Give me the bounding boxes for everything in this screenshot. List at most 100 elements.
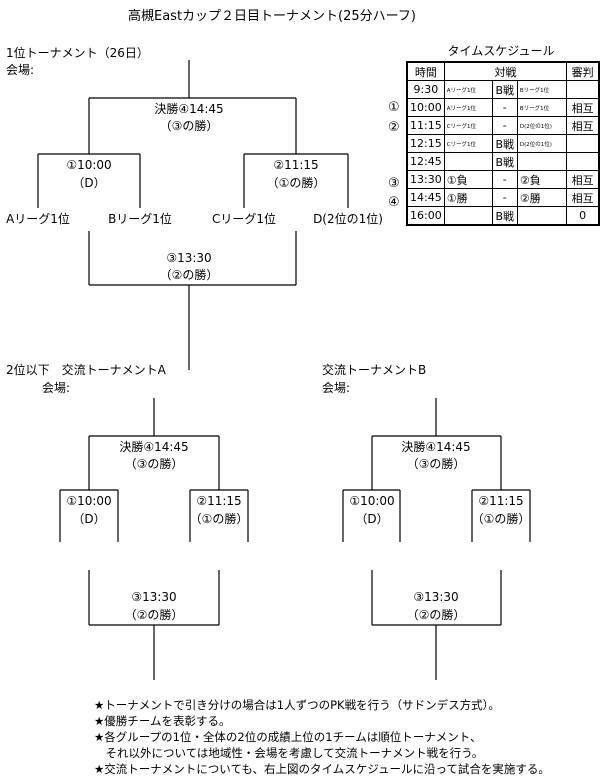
row-left xyxy=(443,152,493,171)
header-time: 時間 xyxy=(406,61,445,81)
row-left xyxy=(443,206,493,226)
row-mid: B戦 xyxy=(491,80,518,99)
main-match2-cond: （①の勝） xyxy=(266,176,326,190)
row-ref xyxy=(566,152,600,171)
exchange-b-final-cond: （③の勝） xyxy=(406,457,466,471)
main-match3-cond: （②の勝） xyxy=(159,268,219,282)
header-referee: 審判 xyxy=(566,61,600,81)
exchange-a-venue-label: 会場: xyxy=(42,381,71,395)
main-final-time: 決勝④14:45 xyxy=(154,102,224,116)
row-mid: B戦 xyxy=(491,206,518,226)
schedule-row: 10:00 Aリーグ1位 - Bリーグ1位 相互 xyxy=(406,98,600,117)
main-match1-cond: （D） xyxy=(72,176,106,190)
note-line: ★各グループの1位・全体の2位の成績上位の1チームは順位トーナメント、 xyxy=(94,730,482,744)
row-left: Cリーグ1位 xyxy=(443,116,493,135)
exchange-b-match3-cond: （②の勝） xyxy=(406,608,466,622)
exchange-a-match3-cond: （②の勝） xyxy=(124,608,184,622)
note-line: ★トーナメントで引き分けの場合は1人ずつのPK戦を行う（サドンデス方式）。 xyxy=(94,698,500,712)
row-time: 12:15 xyxy=(406,134,445,153)
row-time: 9:30 xyxy=(406,80,445,99)
main-final-cond: （③の勝） xyxy=(159,119,219,133)
main-match3-time: ③13:30 xyxy=(166,251,212,265)
schedule-row-number: ① xyxy=(388,100,400,115)
row-mid: B戦 xyxy=(491,152,518,171)
schedule-table: 時間 対戦 審判 9:30 Aリーグ1位 B戦 Bリーグ1位 10:00 Aリー… xyxy=(406,61,600,226)
exchange-b-venue-label: 会場: xyxy=(322,381,351,395)
row-ref: 相互 xyxy=(566,116,600,135)
row-ref xyxy=(566,134,600,153)
row-ref: 0 xyxy=(566,206,600,226)
exchange-a-match1-time: ①10:00 xyxy=(66,494,112,508)
row-mid: - xyxy=(491,116,518,135)
row-right: D(2位の1位) xyxy=(516,116,568,135)
exchange-b-match2-cond: （①の勝） xyxy=(471,512,531,526)
row-right: ②勝 xyxy=(516,188,568,207)
row-ref: 相互 xyxy=(566,170,600,189)
row-ref xyxy=(566,80,600,99)
exchange-b-final-time: 決勝④14:45 xyxy=(401,440,471,454)
row-mid: - xyxy=(491,188,518,207)
schedule-title: タイムスケジュール xyxy=(447,44,555,58)
note-line: それ以外については地域性・会場を考慮して交流トーナメント戦を行う。 xyxy=(94,746,484,760)
row-right: ②負 xyxy=(516,170,568,189)
team-b-league-1st: Bリーグ1位 xyxy=(108,212,172,226)
row-right: Bリーグ1位 xyxy=(516,80,568,99)
row-time: 14:45 xyxy=(406,188,445,207)
exchange-a-match2-time: ②11:15 xyxy=(196,494,242,508)
team-a-league-1st: Aリーグ1位 xyxy=(6,212,70,226)
schedule-row: 9:30 Aリーグ1位 B戦 Bリーグ1位 xyxy=(406,80,600,99)
main-tournament-heading: 1位トーナメント（26日） xyxy=(6,46,149,60)
schedule-header-row: 時間 対戦 審判 xyxy=(406,61,600,81)
exchange-b-match1-time: ①10:00 xyxy=(349,494,395,508)
note-line: ★優勝チームを表彰する。 xyxy=(94,714,231,728)
schedule-row: 16:00 B戦 0 xyxy=(406,206,600,226)
exchange-b-match1-cond: （D） xyxy=(355,512,389,526)
row-right xyxy=(516,206,568,226)
exchange-a-match1-cond: （D） xyxy=(72,512,106,526)
team-d-2nd-best: D(2位の1位) xyxy=(313,212,383,226)
schedule-row-number: ④ xyxy=(388,195,400,210)
row-mid: - xyxy=(491,98,518,117)
schedule-row-number: ② xyxy=(388,120,400,135)
row-left: Aリーグ1位 xyxy=(443,80,493,99)
schedule-row: 12:45 B戦 xyxy=(406,152,600,171)
schedule-row: 11:15 Cリーグ1位 - D(2位の1位) 相互 xyxy=(406,116,600,135)
row-right: D(2位の1位) xyxy=(516,134,568,153)
exchange-b-heading: 交流トーナメントB xyxy=(322,363,427,377)
notes: ★トーナメントで引き分けの場合は1人ずつのPK戦を行う（サドンデス方式）。 ★優… xyxy=(94,697,550,777)
schedule-row-number: ③ xyxy=(388,176,400,191)
row-time: 11:15 xyxy=(406,116,445,135)
main-venue-label: 会場: xyxy=(6,63,35,77)
row-left: ①勝 xyxy=(443,188,493,207)
row-right: Bリーグ1位 xyxy=(516,98,568,117)
row-left: Aリーグ1位 xyxy=(443,98,493,117)
exchange-a-final-time: 決勝④14:45 xyxy=(119,440,189,454)
exchange-a-final-cond: （③の勝） xyxy=(124,457,184,471)
exchange-b-match3-time: ③13:30 xyxy=(413,590,459,604)
row-time: 12:45 xyxy=(406,152,445,171)
row-time: 10:00 xyxy=(406,98,445,117)
row-left: Cリーグ1位 xyxy=(443,134,493,153)
row-mid: - xyxy=(491,170,518,189)
header-match: 対戦 xyxy=(443,61,568,81)
team-c-league-1st: Cリーグ1位 xyxy=(211,212,276,226)
exchange-a-heading: 2位以下 交流トーナメントA xyxy=(6,363,166,377)
row-ref: 相互 xyxy=(566,98,600,117)
note-line: ★交流トーナメントについても、右上図のタイムスケジュールに沿って試合を実施する。 xyxy=(94,762,550,776)
main-match1-time: ①10:00 xyxy=(66,158,112,172)
row-right xyxy=(516,152,568,171)
row-mid: B戦 xyxy=(491,134,518,153)
row-ref: 相互 xyxy=(566,188,600,207)
schedule-row: 14:45 ①勝 - ②勝 相互 xyxy=(406,188,600,207)
schedule-row: 12:15 Cリーグ1位 B戦 D(2位の1位) xyxy=(406,134,600,153)
main-match2-time: ②11:15 xyxy=(273,158,319,172)
exchange-a-match3-time: ③13:30 xyxy=(131,590,177,604)
exchange-a-match2-cond: （①の勝） xyxy=(189,512,249,526)
row-time: 13:30 xyxy=(406,170,445,189)
row-left: ①負 xyxy=(443,170,493,189)
schedule-row: 13:30 ①負 - ②負 相互 xyxy=(406,170,600,189)
exchange-b-match2-time: ②11:15 xyxy=(478,494,524,508)
row-time: 16:00 xyxy=(406,206,445,226)
page-title: 高槻Eastカップ２日目トーナメント(25分ハーフ) xyxy=(128,9,416,24)
